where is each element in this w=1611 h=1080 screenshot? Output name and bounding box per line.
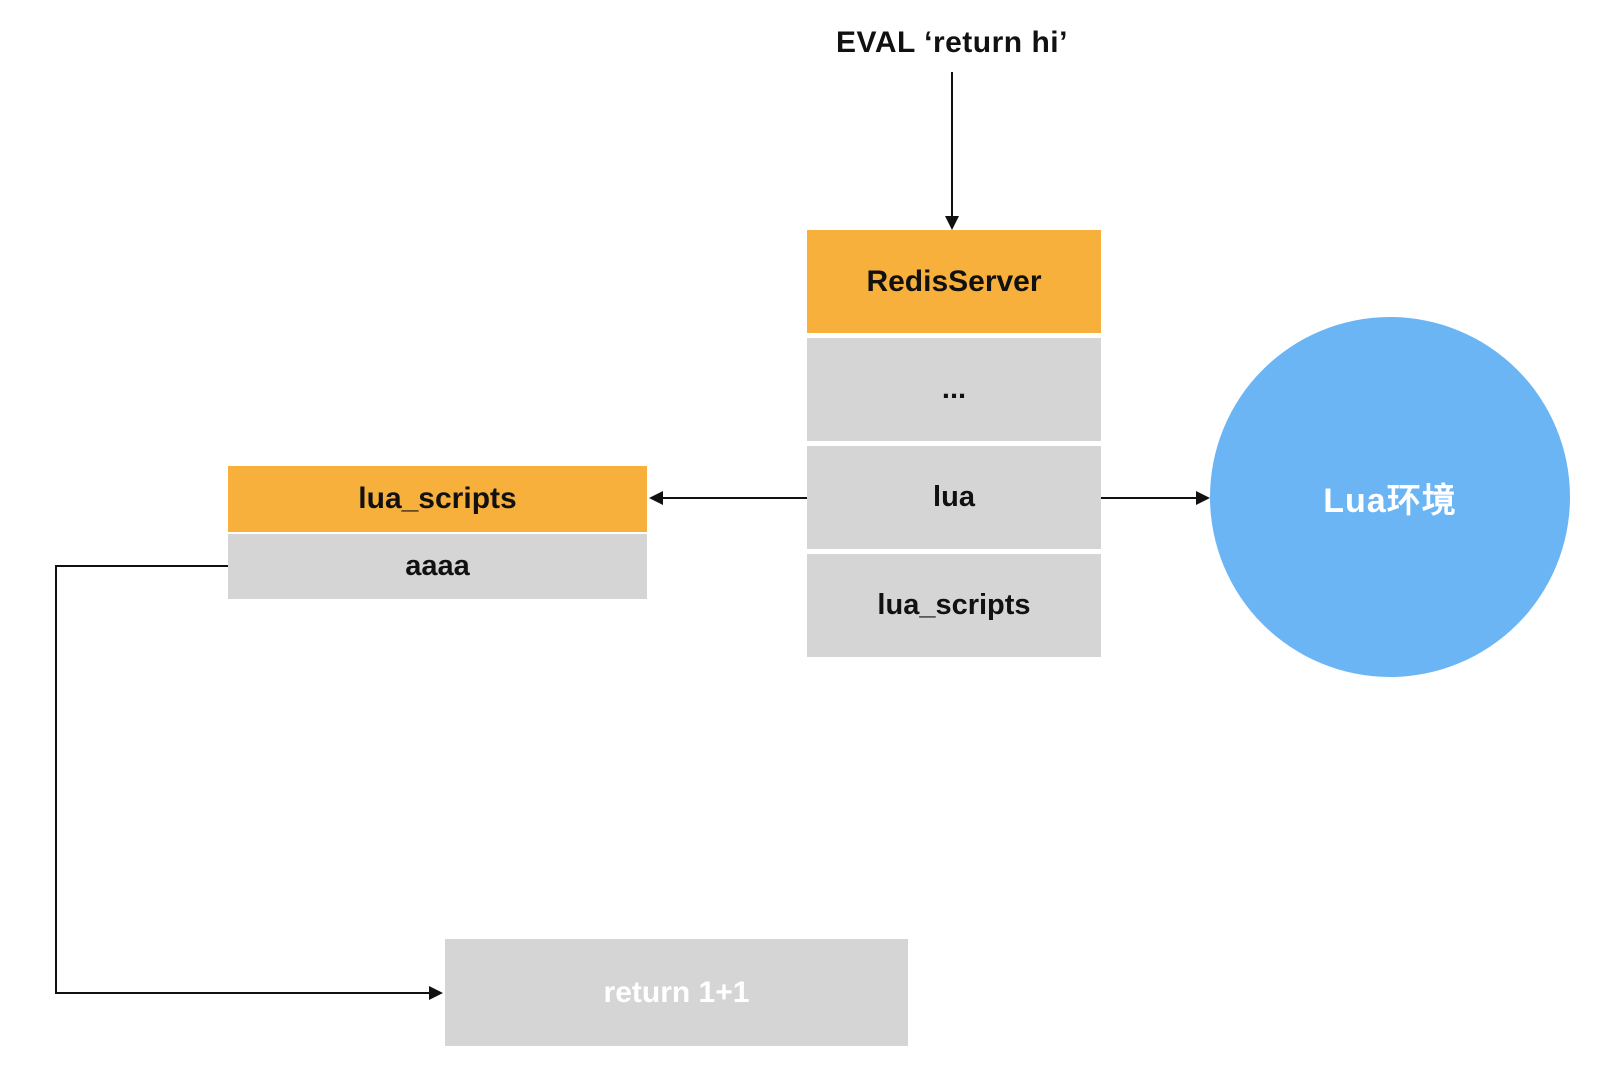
arrow-aaaa-to-script-head [429, 986, 443, 1000]
redis-server-row-lua: lua [807, 446, 1101, 549]
lua-environment-circle: Lua环境 [1210, 317, 1570, 677]
arrow-eval-to-redis-head [945, 216, 959, 230]
redis-server-table: RedisServer ... lua lua_scripts [807, 230, 1101, 657]
redis-server-row-lua-scripts: lua_scripts [807, 554, 1101, 657]
eval-command-label: EVAL ‘return hi’ [836, 26, 1068, 59]
lua-scripts-row-aaaa: aaaa [228, 534, 647, 599]
arrow-aaaa-to-script-line [55, 565, 430, 994]
script-body-box: return 1+1 [445, 939, 908, 1046]
lua-scripts-header: lua_scripts [228, 466, 647, 532]
arrow-lua-to-env-head [1196, 491, 1210, 505]
redis-server-row-ellipsis: ... [807, 338, 1101, 441]
lua-environment-label: Lua环境 [1323, 481, 1457, 520]
arrow-lua-to-scripts-head [649, 491, 663, 505]
lua-scripts-table: lua_scripts aaaa [228, 466, 647, 599]
redis-server-header: RedisServer [807, 230, 1101, 333]
